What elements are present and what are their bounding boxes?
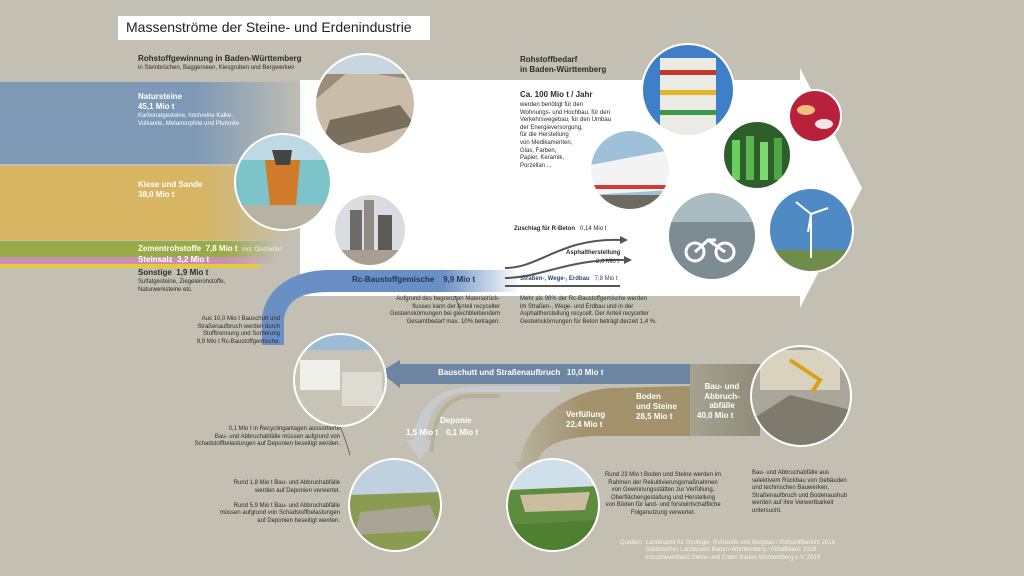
recycling-desc: Aus 10,0 Mio t Bauschutt und Straßenaufb… [196, 316, 280, 345]
band-sonstige [0, 264, 260, 268]
bauschutt-row: Bauschutt und Straßenaufbruch 10,0 Mio t [438, 368, 603, 378]
verfuellung-value: 22,4 Mio t [566, 420, 603, 429]
landfill-photo [348, 458, 442, 552]
zuschlag-row: Zuschlag für R-Beton 0,14 Mio t [514, 226, 606, 234]
strassen-label: Straßen-, Wege-, Erdbau [520, 276, 590, 282]
bauschutt-label: Bauschutt und Straßenaufbruch [438, 368, 561, 377]
title-box: Massenströme der Steine- und Erdenindust… [118, 16, 430, 40]
bauabfaelle-band [690, 364, 760, 436]
supply-heading: Rohstoffgewinnung in Baden-Württemberg [138, 54, 302, 63]
naturstein-label: Natursteine [138, 92, 183, 101]
kies-label: Kiese und Sande [138, 180, 203, 189]
steinsalz-value: 3,2 Mio t [177, 255, 210, 264]
deponie-arrow-2 [430, 394, 500, 453]
quarry-photo [314, 53, 416, 155]
glass-photo [722, 120, 792, 190]
boden-value: 28,5 Mio t [636, 412, 673, 421]
excavator-photo [234, 133, 332, 231]
supply-subheading: in Steinbrüchen, Baggerseen, Kiesgruben … [138, 65, 295, 71]
zement-value: 7,8 Mio t [205, 244, 238, 253]
bauschutt-value: 10,0 Mio t [566, 368, 604, 377]
zuschlag-label: Zuschlag für R-Beton [514, 226, 575, 232]
demand-desc: werden benötigt für den Wohnungs- und Ho… [520, 102, 612, 169]
zement-label: Zementrohstoffe [138, 244, 202, 253]
apartment-photo [641, 43, 735, 137]
band-zement [0, 241, 560, 257]
sources: Quellen: Landesamt für Geologie, Rohstof… [620, 540, 835, 561]
deponie-label: Deponie [440, 416, 472, 425]
boden-label: Boden und Steine [636, 392, 677, 411]
pills-photo [788, 89, 842, 143]
asphalt-value: 2,0 Mio t [596, 259, 620, 265]
kies-value: 38,0 Mio t [138, 190, 175, 199]
naturstein-value: 45,1 Mio t [138, 102, 175, 111]
zement-row: Zementrohstoffe 7,8 Mio t incl. Ölschief… [138, 244, 281, 255]
rc-value: 9,9 Mio t [443, 275, 476, 284]
rc-desc-left: Aufgrund des begrenzten Materialrück- fl… [389, 296, 500, 325]
rc-arrow [262, 270, 520, 345]
train-photo [589, 129, 671, 211]
deponie-desc-bottom: Rund 1,8 Mio t Bau- und Abbruchabfälle w… [219, 480, 340, 524]
naturstein-desc: Karbonatgesteine, hochreine Kalke, Vulka… [138, 113, 240, 127]
deponie-value-b: 0,1 Mio t [446, 428, 479, 437]
sonstige-value: 1,9 Mio t [176, 268, 209, 277]
strassen-row: Straßen-, Wege-, Erdbau 7,8 Mio t [520, 276, 618, 284]
deponie-arrow [406, 386, 560, 460]
rc-row: Rc-Baustoffgemische 9,9 Mio t [352, 275, 475, 285]
steinsalz-label: Steinsalz [138, 255, 173, 264]
bauabfaelle-label: Bau- und Abbruch- abfälle [704, 382, 740, 410]
rc-desc-right: Mehr als 98% der Rc-Baustoffgemische wer… [520, 296, 657, 325]
bauschutt-arrow [380, 360, 700, 388]
verfuellung-label: Verfüllung [566, 410, 606, 419]
verfuellung-desc: Rund 23 Mio t Boden und Steine werden im… [604, 472, 722, 516]
bike-photo [667, 191, 757, 281]
sonstige-row: Sonstige 1,9 Mio t [138, 268, 208, 278]
plant-photo [333, 193, 407, 267]
sonstige-desc: Sulfatgesteine, Ziegeleirohstoffe, Natur… [138, 279, 226, 293]
demand-heading: Rohstoffbedarf in Baden-Württemberg [520, 55, 607, 74]
strassen-value: 7,8 Mio t [594, 276, 618, 282]
steinsalz-row: Steinsalz 3,2 Mio t [138, 255, 209, 265]
bauabfaelle-desc: Bau- und Abbruchabfälle aus selektivem R… [752, 470, 848, 514]
sonstige-label: Sonstige [138, 268, 172, 277]
bauabfaelle-value: 40,0 Mio t [697, 411, 734, 420]
band-steinsalz [0, 257, 560, 264]
zement-note: incl. Ölschiefer [242, 247, 282, 253]
deponie-value-a: 1,5 Mio t [406, 428, 439, 437]
backfill-photo [506, 458, 600, 552]
rc-branches [504, 238, 626, 287]
demand-amount: Ca. 100 Mio t / Jahr [520, 90, 593, 99]
rc-label: Rc-Baustoffgemische [352, 275, 435, 284]
page-title: Massenströme der Steine- und Erdenindust… [126, 19, 412, 35]
recycling-photo [293, 333, 387, 427]
demolition-photo [750, 345, 852, 447]
zuschlag-value: 0,14 Mio t [580, 226, 607, 232]
windturbine-photo [768, 187, 854, 273]
deponie-desc-top: 0,1 Mio t in Recyclinganlagen aussortier… [194, 426, 340, 448]
boden-arrow [512, 386, 690, 480]
asphalt-label: Asphaltherstellung [566, 250, 621, 256]
